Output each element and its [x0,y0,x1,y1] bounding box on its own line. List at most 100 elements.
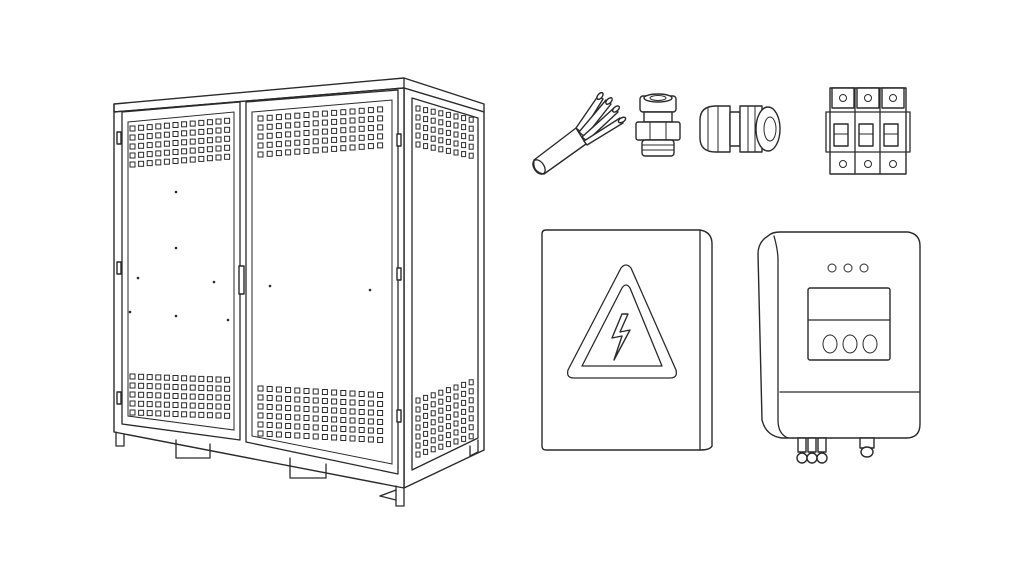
vent-hole [349,135,356,142]
vent-hole [423,439,429,446]
vent-hole [358,418,365,424]
vent-hole [321,110,328,117]
vent-hole [461,381,467,388]
high-voltage-warning-box-icon [541,229,713,451]
vent-hole [215,403,222,410]
vent-hole [155,159,162,166]
vent-hole [163,131,170,138]
vent-hole [321,137,328,144]
vent-hole [453,402,459,409]
vent-hole [377,428,384,434]
vent-hole [224,135,231,142]
vent-hole [294,130,301,137]
vent-hole [461,426,467,433]
vent-hole [415,415,421,422]
vent-hole [312,129,319,136]
vent-hole [367,427,374,434]
vent-hole [257,394,264,401]
vent-hole [461,133,467,140]
vent-hole [138,400,145,407]
vent-hole [275,123,282,130]
vent-hole [349,126,356,133]
vent-hole [189,156,196,163]
vent-hole [303,433,310,439]
vent-hole [215,385,222,392]
vent-hole [367,391,374,398]
vent-hole [198,119,205,126]
vent-hole [257,124,264,131]
vent-hole [423,134,429,141]
vent-hole [189,384,196,391]
vent-hole [163,392,170,399]
vent-hole [438,434,444,441]
vent-hole [155,410,162,417]
vent-hole [198,402,205,409]
vent-hole [181,157,188,164]
vent-hole [285,414,292,420]
vent-hole [438,110,444,117]
vent-hole [266,413,273,419]
vent-hole [438,425,444,432]
vent-hole [331,145,338,152]
vent-hole [312,433,319,440]
vent-hole [340,118,347,125]
vent-hole [257,421,264,428]
vent-hole [294,112,301,119]
vent-hole [224,144,231,151]
vent-hole [453,140,459,147]
vent-hole [189,375,196,382]
vent-hole [358,107,365,114]
vent-hole [129,400,136,407]
vent-hole [303,397,310,403]
vent-hole [415,123,421,130]
vent-hole [321,389,328,395]
vent-hole [377,419,384,425]
vent-hole [430,410,436,417]
vent-hole [377,437,384,443]
vent-hole [224,117,231,124]
vent-hole [430,392,436,399]
vent-hole [468,125,474,132]
vent-hole [215,118,222,125]
vent-hole [358,116,365,123]
vent-hole [172,402,179,408]
vent-hole [146,142,153,149]
vent-hole [340,435,347,441]
vent-hole [367,125,374,132]
vent-hole [468,424,474,431]
vent-hole [321,425,328,431]
vent-hole [367,409,374,416]
vent-hole [181,384,188,391]
vent-hole [275,132,282,139]
vent-hole [321,416,328,422]
vent-hole [312,147,319,154]
vent-hole [468,433,474,440]
vent-hole [438,407,444,414]
vent-hole [303,121,310,127]
vent-hole [172,122,179,128]
vent-hole [155,132,162,139]
vent-hole [189,147,196,154]
vent-hole [430,108,436,115]
vent-hole [453,131,459,138]
vent-hole [172,140,179,146]
vent-hole [331,109,338,116]
vent-hole [461,124,467,131]
vent-hole [266,404,273,410]
vent-hole [349,108,356,115]
vent-hole [198,375,205,382]
vent-hole [377,410,384,416]
vent-hole [294,405,301,412]
vent-hole [206,137,213,144]
pipe-connector-icon [635,93,681,157]
vent-hole [257,115,264,122]
vent-hole [312,111,319,118]
vent-hole [468,134,474,141]
vent-hole [331,136,338,143]
vent-hole [377,115,384,122]
vent-hole [285,122,292,129]
vent-hole [224,126,231,133]
vent-hole [189,402,196,409]
vent-hole [266,141,273,148]
vent-hole [340,417,347,423]
